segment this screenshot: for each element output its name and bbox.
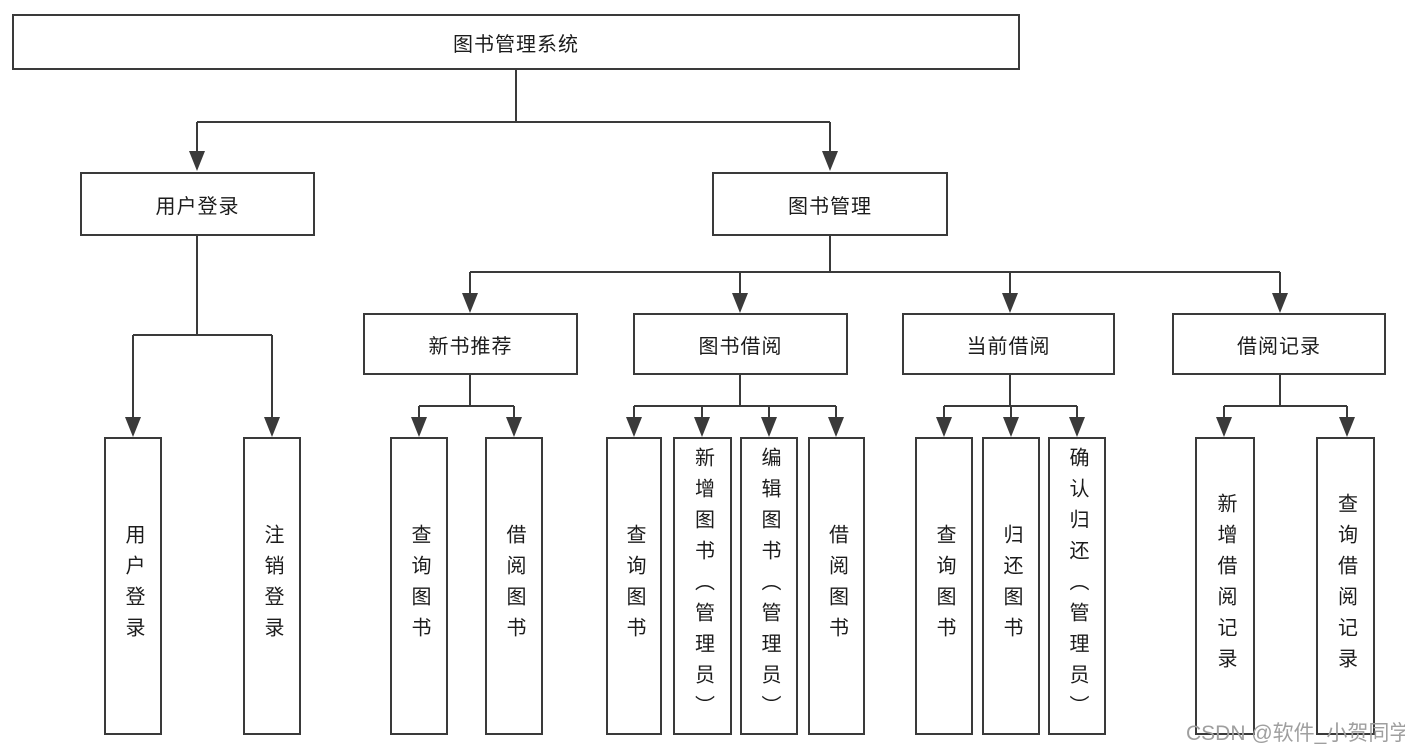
leaf-newbook-borrow-books-label: 借阅图书 (503, 524, 525, 648)
leaf-user-login: 用户登录 (104, 437, 162, 735)
leaf-logout-login-label: 注销登录 (261, 524, 283, 648)
connector-book-management (469, 236, 1281, 295)
leaf-borrow-query-books-label: 查询图书 (623, 524, 645, 648)
connector-current-borrow (943, 375, 1078, 419)
leaf-newbook-query-books-label: 查询图书 (408, 524, 430, 648)
leaf-current-confirm-return-admin-label: 确认归还（管理员） (1066, 446, 1088, 726)
leaf-records-add-borrow-record-label: 新增借阅记录 (1214, 493, 1236, 679)
connector-new-book (418, 375, 515, 419)
leaf-borrow-borrow-books-label: 借阅图书 (825, 524, 848, 648)
leaf-borrow-borrow-books: 借阅图书 (808, 437, 865, 735)
connector-root (196, 70, 831, 153)
leaf-borrow-query-books: 查询图书 (606, 437, 662, 735)
leaf-borrow-edit-books-admin-label: 编辑图书（管理员） (758, 446, 780, 726)
leaf-newbook-borrow-books: 借阅图书 (485, 437, 543, 735)
node-root-label: 图书管理系统 (453, 33, 579, 56)
leaf-current-query-books-label: 查询图书 (933, 524, 955, 648)
leaf-current-return-books: 归还图书 (982, 437, 1040, 735)
node-user-login-label: 用户登录 (155, 195, 240, 218)
node-borrow-records: 借阅记录 (1172, 313, 1386, 375)
leaf-records-query-borrow-record: 查询借阅记录 (1316, 437, 1375, 735)
leaf-borrow-add-books-admin: 新增图书（管理员） (673, 437, 732, 735)
node-root-library-system: 图书管理系统 (12, 14, 1020, 70)
node-book-management-label: 图书管理 (788, 195, 872, 218)
node-new-book-recommend: 新书推荐 (363, 313, 578, 375)
connector-book-borrow (633, 375, 837, 419)
node-new-book-recommend-label: 新书推荐 (428, 335, 513, 358)
node-book-management: 图书管理 (712, 172, 948, 236)
leaf-borrow-edit-books-admin: 编辑图书（管理员） (740, 437, 798, 735)
node-user-login: 用户登录 (80, 172, 315, 236)
leaf-current-confirm-return-admin: 确认归还（管理员） (1048, 437, 1106, 735)
node-current-borrow-label: 当前借阅 (966, 335, 1051, 358)
csdn-watermark: CSDN @软件_小贺同学 (1186, 722, 1405, 745)
node-book-borrow: 图书借阅 (633, 313, 848, 375)
leaf-records-add-borrow-record: 新增借阅记录 (1195, 437, 1255, 735)
leaf-logout-login: 注销登录 (243, 437, 301, 735)
node-borrow-records-label: 借阅记录 (1237, 335, 1321, 358)
leaf-records-query-borrow-record-label: 查询借阅记录 (1334, 493, 1357, 679)
node-book-borrow-label: 图书借阅 (698, 335, 783, 358)
leaf-current-query-books: 查询图书 (915, 437, 973, 735)
connector-user-login (132, 236, 273, 419)
leaf-user-login-label: 用户登录 (122, 524, 144, 648)
leaf-newbook-query-books: 查询图书 (390, 437, 448, 735)
node-current-borrow: 当前借阅 (902, 313, 1115, 375)
leaf-current-return-books-label: 归还图书 (1000, 524, 1022, 648)
connector-borrow-records (1223, 375, 1348, 419)
arrowheads (125, 151, 1355, 437)
leaf-borrow-add-books-admin-label: 新增图书（管理员） (691, 446, 714, 726)
